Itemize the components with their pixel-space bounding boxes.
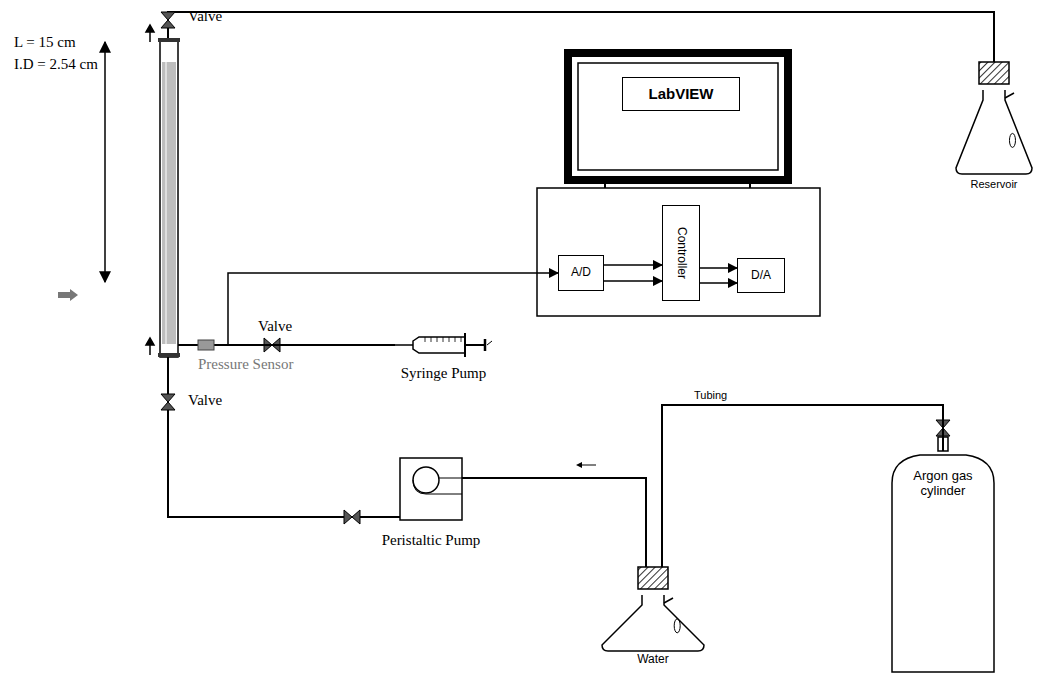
signal-arrow bbox=[604, 280, 662, 282]
valve-symbol bbox=[161, 12, 950, 524]
monitor bbox=[568, 53, 788, 188]
syringe-pump-outline bbox=[395, 334, 492, 356]
signal-arrow bbox=[214, 273, 558, 345]
pipe-connector bbox=[214, 344, 395, 346]
pipe bbox=[168, 12, 994, 517]
peristaltic-pump-outline bbox=[400, 458, 462, 520]
node-label: A/D bbox=[571, 266, 591, 280]
dimension-label: I.D = 2.54 cm bbox=[14, 56, 98, 73]
signal-arrow bbox=[700, 282, 737, 284]
water-flask: Water bbox=[598, 567, 708, 651]
flow-arrow bbox=[146, 25, 154, 355]
edge-label: Tubing bbox=[692, 389, 729, 402]
reservoir-flask-outline bbox=[952, 62, 1036, 174]
computer-box bbox=[537, 188, 820, 316]
gas-cylinder: Argon gas cylinder bbox=[890, 451, 996, 672]
valve-label: Valve bbox=[188, 392, 222, 409]
adc-box: A/D bbox=[558, 255, 604, 291]
pressure-sensor-outline bbox=[198, 340, 214, 350]
node-label: Syringe Pump bbox=[401, 365, 486, 382]
node-label: D/A bbox=[751, 269, 771, 283]
dac-box: D/A bbox=[737, 258, 785, 293]
node-label: LabVIEW bbox=[648, 85, 713, 102]
software-box: LabVIEW bbox=[622, 77, 740, 111]
dimension-arrow bbox=[104, 42, 106, 282]
dimension-label: L = 15 cm bbox=[14, 34, 76, 51]
node-label: Reservoir bbox=[970, 178, 1017, 191]
node-label: Pressure Sensor bbox=[198, 356, 293, 373]
controller-box: Controller bbox=[662, 205, 700, 301]
valve-label: Valve bbox=[188, 8, 222, 25]
reservoir-flask: Reservoir bbox=[952, 62, 1036, 174]
node-label: Argon gas cylinder bbox=[904, 469, 982, 499]
pipe-connector bbox=[462, 478, 646, 567]
water-flask-outline bbox=[598, 567, 708, 651]
syringe-pump: Syringe Pump bbox=[395, 334, 492, 356]
node-label: Controller bbox=[674, 227, 688, 279]
valve-label: Valve bbox=[258, 318, 292, 335]
flow-arrow bbox=[576, 462, 596, 468]
signal-arrow bbox=[700, 267, 737, 269]
node-label: Peristaltic Pump bbox=[382, 532, 481, 549]
pressure-sensor: Pressure Sensor bbox=[198, 340, 214, 350]
pointer-arrow bbox=[58, 289, 78, 301]
packed-column bbox=[158, 38, 180, 357]
node-label: Water bbox=[637, 653, 669, 667]
peristaltic-pump: Peristaltic Pump bbox=[400, 458, 462, 520]
signal-arrow bbox=[604, 264, 662, 266]
